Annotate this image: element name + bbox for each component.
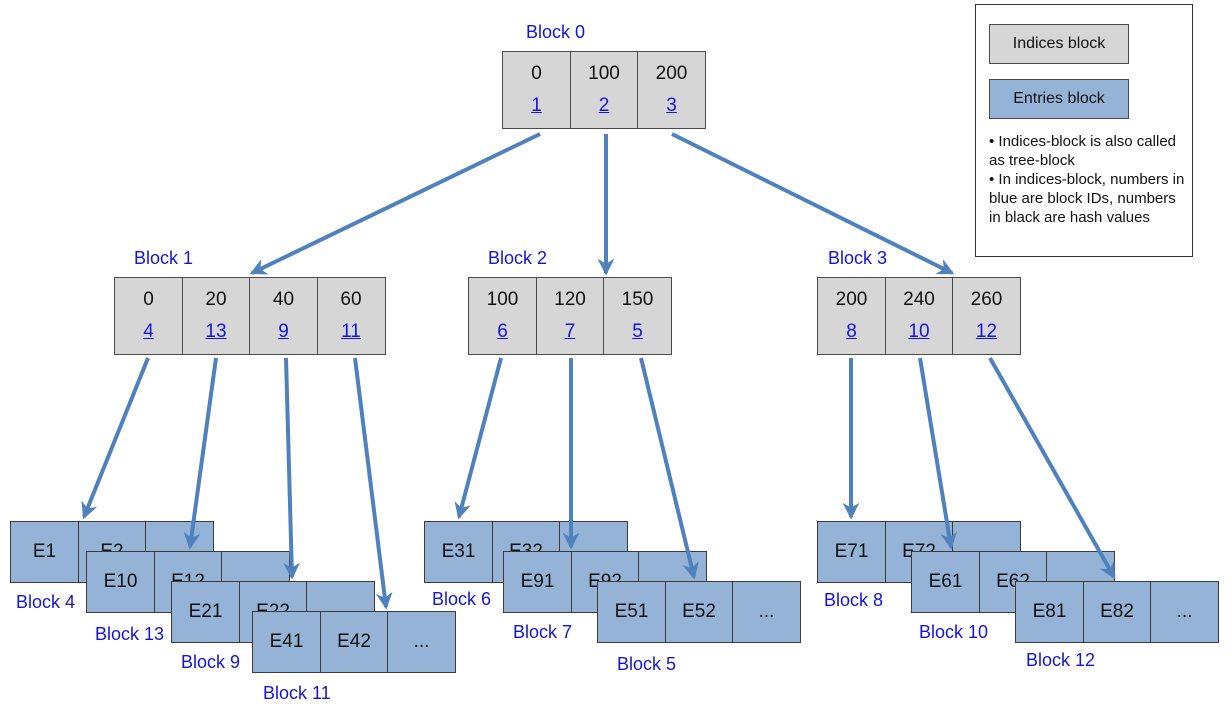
child-block-id-link[interactable]: 12 bbox=[975, 321, 998, 342]
hash-value: 60 bbox=[340, 289, 362, 310]
entry-cell: ... bbox=[1150, 581, 1219, 643]
pointer-arrow bbox=[918, 357, 957, 550]
hash-value: 20 bbox=[205, 289, 227, 310]
hash-value: 200 bbox=[655, 63, 688, 84]
legend-indices-label: Indices block bbox=[1012, 35, 1106, 52]
child-block-id-link[interactable]: 1 bbox=[531, 95, 542, 116]
hash-value: 260 bbox=[970, 289, 1003, 310]
hash-value: 100 bbox=[486, 289, 519, 310]
index-cell: 100 6 bbox=[468, 277, 537, 355]
block-label: Block 13 bbox=[95, 624, 165, 644]
entry-cell: E21 bbox=[171, 581, 240, 643]
entry-cell: E61 bbox=[911, 551, 980, 613]
hash-value: 120 bbox=[554, 289, 586, 310]
child-block-id-link[interactable]: 8 bbox=[846, 321, 857, 342]
index-cell: 260 12 bbox=[952, 277, 1021, 355]
pointer-arrow bbox=[671, 132, 955, 275]
legend-entries-label: Entries block bbox=[1013, 90, 1105, 107]
legend-indices-block: Indices block bbox=[989, 24, 1129, 64]
hash-value: 40 bbox=[272, 289, 295, 310]
child-block-id-link[interactable]: 7 bbox=[564, 321, 576, 342]
entry-cell: E51 bbox=[597, 581, 666, 643]
pointer-arrow bbox=[353, 357, 393, 610]
hash-value: 0 bbox=[531, 63, 542, 84]
child-block-id-link[interactable]: 9 bbox=[278, 321, 289, 342]
block-label: Block 4 bbox=[16, 592, 76, 612]
legend-notes: • Indices-block is also called as tree-b… bbox=[989, 132, 1187, 227]
legend-note: • In indices-block, numbers in blue are … bbox=[989, 171, 1185, 226]
block-label: Block 11 bbox=[263, 683, 331, 703]
hash-value: 200 bbox=[835, 289, 868, 310]
entry-cell: E41 bbox=[252, 611, 321, 673]
entry-cell: E71 bbox=[817, 521, 886, 583]
block-label: Block 3 bbox=[828, 248, 888, 268]
child-block-id-link[interactable]: 11 bbox=[341, 321, 361, 342]
entry-cell: ... bbox=[387, 611, 456, 673]
entry-cell: E31 bbox=[424, 521, 493, 583]
entry-cell: E81 bbox=[1015, 581, 1084, 643]
index-cell: 100 2 bbox=[569, 51, 639, 129]
pointer-arrow bbox=[249, 132, 541, 275]
legend: Indices block Entries block • Indices-bl… bbox=[975, 4, 1193, 257]
legend-entries-block: Entries block bbox=[989, 79, 1129, 119]
block-label: Block 0 bbox=[526, 22, 586, 42]
entry-cell: E91 bbox=[503, 551, 572, 613]
block-label: Block 6 bbox=[432, 589, 492, 609]
pointer-arrow bbox=[283, 357, 301, 580]
entry-cell: ... bbox=[732, 581, 801, 643]
child-block-id-link[interactable]: 6 bbox=[497, 321, 508, 342]
entry-cell: E42 bbox=[319, 611, 389, 673]
child-block-id-link[interactable]: 3 bbox=[666, 95, 677, 116]
entry-cell: E82 bbox=[1082, 581, 1152, 643]
child-block-id-link[interactable]: 5 bbox=[632, 321, 643, 342]
block-label: Block 2 bbox=[488, 248, 548, 268]
pointer-arrow bbox=[183, 357, 218, 550]
index-cell: 120 7 bbox=[535, 277, 605, 355]
child-block-id-link[interactable]: 4 bbox=[143, 321, 154, 342]
entry-cell: E1 bbox=[10, 521, 79, 583]
block-label: Block 12 bbox=[1026, 650, 1096, 670]
hash-value: 100 bbox=[588, 63, 620, 84]
pointer-arrow bbox=[988, 357, 1116, 580]
block-label: Block 5 bbox=[617, 654, 677, 674]
child-block-id-link[interactable]: 10 bbox=[908, 321, 930, 342]
hash-value: 0 bbox=[143, 289, 154, 310]
child-block-id-link[interactable]: 2 bbox=[598, 95, 610, 116]
hash-value: 240 bbox=[903, 289, 935, 310]
child-block-id-link[interactable]: 13 bbox=[205, 321, 227, 342]
index-cell: 240 10 bbox=[884, 277, 954, 355]
block-label: Block 9 bbox=[181, 652, 241, 672]
pointer-arrow bbox=[81, 357, 150, 520]
pointer-arrow bbox=[639, 357, 699, 580]
block-label: Block 7 bbox=[513, 622, 573, 642]
hash-value: 150 bbox=[621, 289, 654, 310]
block-label: Block 1 bbox=[134, 248, 194, 268]
pointer-arrow bbox=[454, 357, 503, 520]
legend-note: • Indices-block is also called as tree-b… bbox=[989, 133, 1177, 169]
index-cell: 60 11 bbox=[316, 277, 386, 355]
block-label: Block 10 bbox=[919, 622, 989, 642]
block-label: Block 8 bbox=[824, 590, 884, 610]
